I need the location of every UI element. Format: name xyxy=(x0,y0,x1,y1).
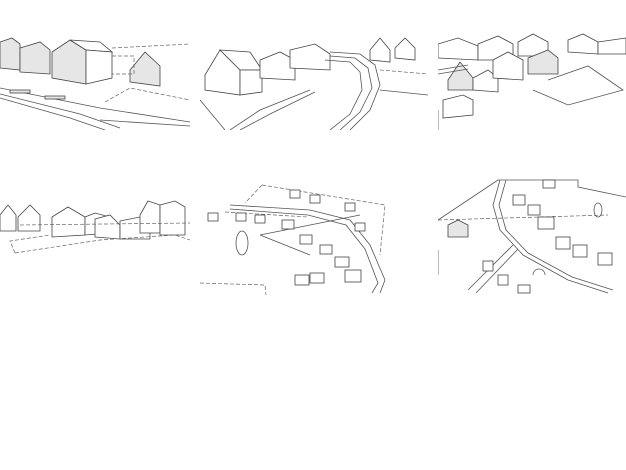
sketch-view-4 xyxy=(0,195,190,260)
sketch-view-5 xyxy=(200,175,410,295)
sketch-view-6 xyxy=(438,175,626,295)
sketch-view-1 xyxy=(0,30,190,130)
sketch-view-3 xyxy=(438,30,626,130)
sketch-view-2 xyxy=(200,30,428,130)
